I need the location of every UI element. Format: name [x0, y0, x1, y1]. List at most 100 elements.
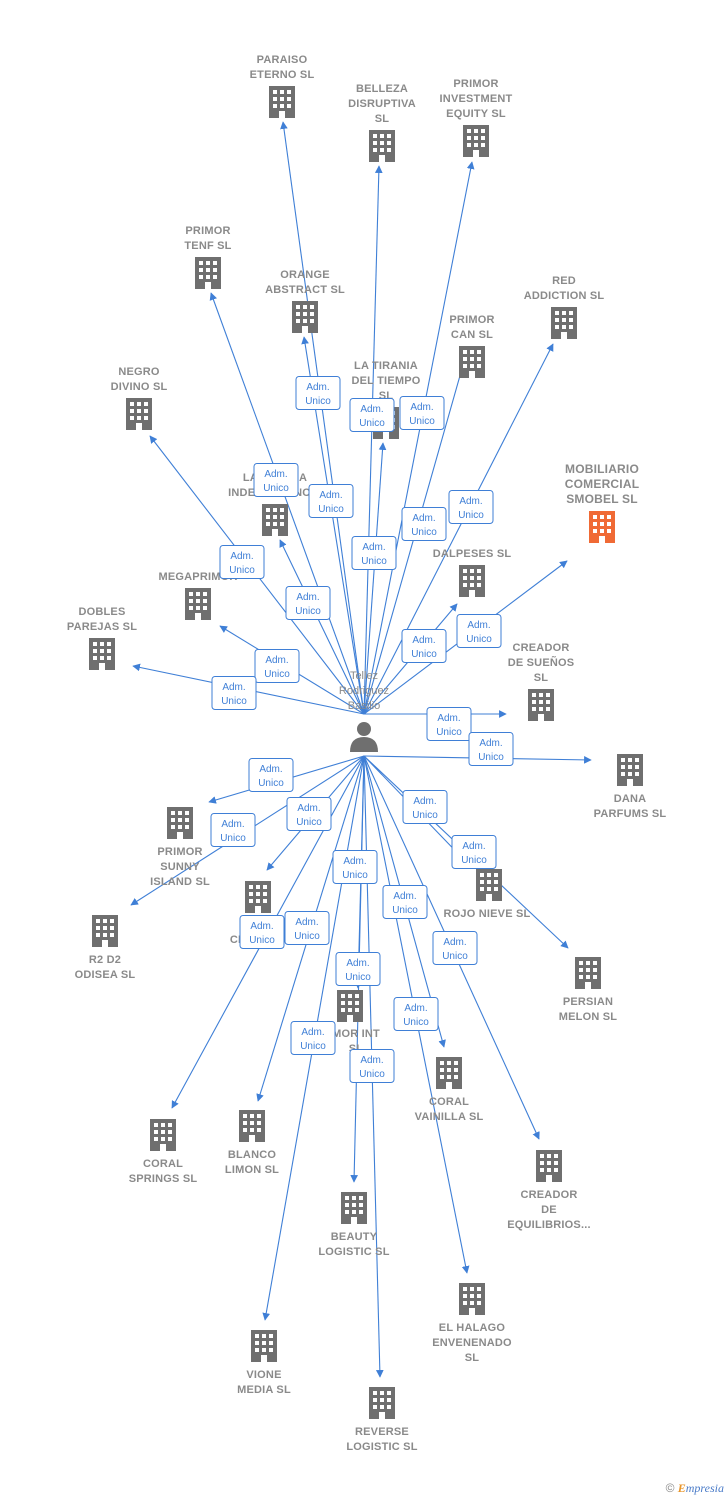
building-icon — [262, 504, 288, 536]
role-text: Adm. — [301, 1027, 324, 1038]
company-label: R2 D2 — [89, 954, 121, 966]
role-text: Unico — [466, 634, 492, 645]
company-label: SMOBEL SL — [566, 492, 638, 506]
company-node-dana-parfums[interactable]: DANA PARFUMS SL — [594, 754, 667, 820]
company-label: DOBLES — [78, 606, 125, 618]
building-icon — [251, 1330, 277, 1362]
role-text: Adm. — [479, 738, 502, 749]
company-label: EQUILIBRIOS... — [507, 1219, 590, 1231]
edge-la-eterna-independencia — [279, 539, 365, 715]
role-text: Adm. — [467, 620, 490, 631]
company-node-r2-d2-odisea[interactable]: R2 D2 ODISEA SL — [75, 915, 136, 981]
company-node-creador-de-equilibrios[interactable]: CREADORDEEQUILIBRIOS... — [507, 1150, 591, 1231]
role-text: Unico — [296, 817, 322, 828]
building-icon — [150, 1119, 176, 1151]
role-badge: Adm.Unico — [401, 507, 447, 541]
building-icon — [245, 881, 271, 913]
company-node-primor-can[interactable]: PRIMOR CAN SL — [449, 314, 494, 378]
role-badge: Adm. Unico — [286, 797, 332, 831]
company-label: PARAISO — [257, 54, 308, 66]
edge-belleza-disruptiva — [363, 165, 383, 715]
role-text: Unico — [478, 752, 504, 763]
role-text: Unico — [392, 905, 418, 916]
company-label: DANA — [614, 793, 647, 805]
role-text: Unico — [229, 565, 255, 576]
building-icon — [617, 754, 643, 786]
company-node-rojo-nieve[interactable]: ROJO NIEVE SL — [444, 869, 531, 920]
role-text: Adm. — [360, 404, 383, 415]
role-text: Unico — [294, 931, 320, 942]
role-badge: Adm.Unico — [451, 835, 497, 869]
building-icon — [436, 1057, 462, 1089]
company-label: PRIMOR — [449, 314, 494, 326]
building-icon — [89, 638, 115, 670]
company-label: SL — [534, 672, 549, 684]
person-label: Basilio — [348, 700, 380, 712]
company-label: LIMON SL — [225, 1164, 279, 1176]
role-badge: Adm.Unico — [426, 707, 472, 741]
role-text: Unico — [300, 1041, 326, 1052]
role-text: Unico — [305, 396, 331, 407]
edge-la-tirania-del-tiempo — [363, 442, 387, 715]
company-label: ORANGE — [280, 269, 329, 281]
role-text: Adm. — [404, 1003, 427, 1014]
role-text: Unico — [411, 527, 437, 538]
company-label: PRIMOR — [185, 225, 230, 237]
role-badge: Adm.Unico — [219, 545, 265, 579]
company-label: MEDIA SL — [237, 1384, 291, 1396]
building-icon — [269, 86, 295, 118]
company-label: VAINILLA SL — [415, 1111, 484, 1123]
company-label: PRIMOR — [157, 846, 202, 858]
role-text: Adm. — [343, 856, 366, 867]
company-label: PARFUMS SL — [594, 808, 667, 820]
company-label: ODISEA SL — [75, 969, 136, 981]
role-badge: Adm.Unico — [254, 649, 300, 683]
company-node-primor-int[interactable]: MOR INTSL — [332, 990, 380, 1055]
role-badge: Adm.Unico — [284, 911, 330, 945]
footer-brand[interactable]: © Empresia — [666, 1481, 724, 1496]
building-icon — [292, 301, 318, 333]
role-text: Unico — [342, 870, 368, 881]
company-label: CAN SL — [451, 329, 493, 341]
building-icon — [536, 1150, 562, 1182]
role-badge: Adm.Unico — [432, 931, 478, 965]
building-icon — [369, 1387, 395, 1419]
building-icon — [369, 130, 395, 162]
company-label: DALPESES SL — [433, 548, 512, 560]
company-label: EQUITY SL — [446, 108, 506, 120]
company-label: CORAL — [429, 1096, 469, 1108]
person-icon — [350, 722, 378, 752]
company-label: ADDICTION SL — [524, 290, 605, 302]
role-text: Unico — [409, 416, 435, 427]
building-icon — [92, 915, 118, 947]
role-badge: Adm. Unico — [332, 850, 378, 884]
role-text: Adm. — [221, 819, 244, 830]
company-node-megaprimor[interactable]: MEGAPRIMOR — [159, 571, 238, 620]
role-badge: Adm.Unico — [349, 398, 395, 432]
role-text: Adm. — [297, 803, 320, 814]
building-icon — [459, 1283, 485, 1315]
company-label: INVESTMENT — [440, 93, 513, 105]
company-node-dalpeses[interactable]: DALPESES SL — [433, 548, 512, 597]
company-node-coral-vainilla[interactable]: CORAL VAINILLA SL — [415, 1057, 484, 1123]
